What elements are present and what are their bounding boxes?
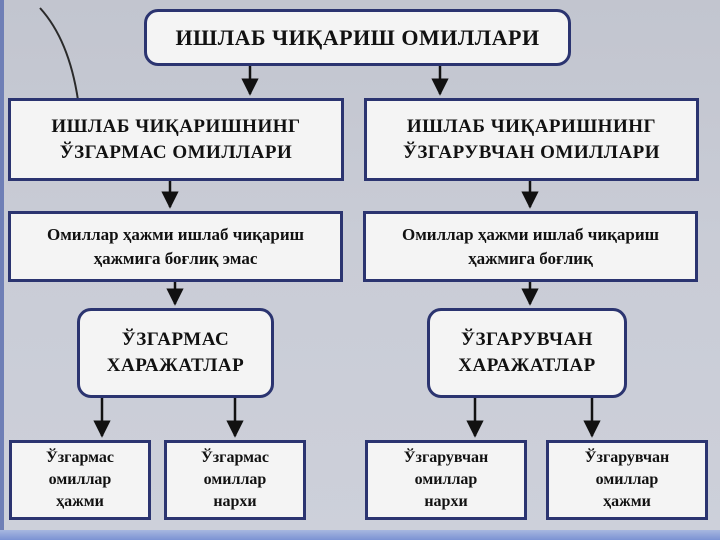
slide-frame-bottom (0, 530, 720, 540)
decorative-arc (39, 7, 79, 101)
left-leaf-b-box: Ўзгармас омиллар нархи (164, 440, 306, 520)
left-description-box: Омиллар ҳажми ишлаб чиқариш ҳажмига боғл… (8, 211, 343, 282)
left-header-box: ИШЛАБ ЧИҚАРИШНИНГ ЎЗГАРМАС ОМИЛЛАРИ (8, 98, 344, 181)
right-description-box: Омиллар ҳажми ишлаб чиқариш ҳажмига боғл… (363, 211, 698, 282)
left-leaf-a-box: Ўзгармас омиллар ҳажми (9, 440, 151, 520)
right-leaf-b-box: Ўзгарувчан омиллар ҳажми (546, 440, 708, 520)
slide-frame-left (0, 0, 4, 540)
title-box: ИШЛАБ ЧИҚАРИШ ОМИЛЛАРИ (144, 9, 571, 66)
left-cost-box: ЎЗГАРМАС ХАРАЖАТЛАР (77, 308, 274, 398)
right-header-box: ИШЛАБ ЧИҚАРИШНИНГ ЎЗГАРУВЧАН ОМИЛЛАРИ (364, 98, 699, 181)
right-leaf-a-box: Ўзгарувчан омиллар нархи (365, 440, 527, 520)
right-cost-box: ЎЗГАРУВЧАН ХАРАЖАТЛАР (427, 308, 627, 398)
